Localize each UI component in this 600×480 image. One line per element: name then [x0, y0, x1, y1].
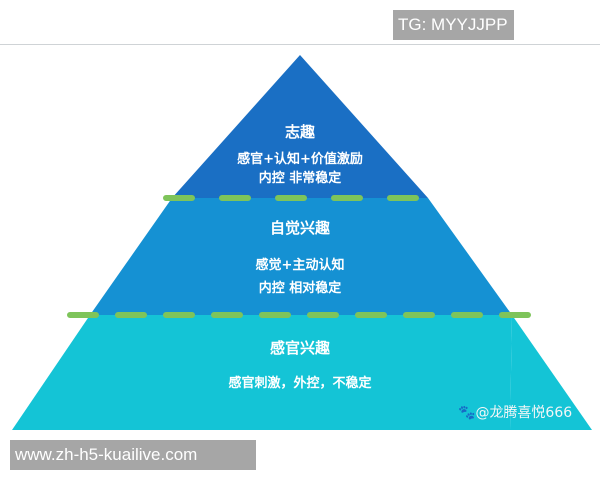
pyramid-bottom-level	[12, 315, 512, 430]
level-middle-line-1: 感觉+主动认知	[255, 258, 345, 273]
pyramid-middle-level	[90, 198, 512, 315]
watermark: 🐾@龙腾喜悦666	[458, 402, 572, 422]
level-bottom-line-1: 感官刺激，外控，不稳定	[228, 376, 372, 391]
tag-label: TG: MYYJJPP	[393, 10, 514, 40]
level-top-line-2: 内控 非常稳定	[258, 171, 342, 186]
level-top-line-1: 感官+认知+价值激励	[237, 152, 363, 167]
level-bottom-title: 感官兴趣	[269, 339, 331, 357]
header-divider	[0, 44, 600, 45]
footer-url: www.zh-h5-kuailive.com	[10, 440, 256, 470]
level-middle-title: 自觉兴趣	[269, 219, 331, 237]
level-top-title: 志趣	[284, 123, 316, 141]
watermark-text: @龙腾喜悦666	[475, 405, 573, 421]
pyramid-bottom-right-edge	[510, 315, 592, 430]
pyramid-top-level	[172, 55, 428, 198]
level-middle-line-2: 内控 相对稳定	[258, 281, 342, 296]
paw-icon: 🐾	[458, 405, 476, 421]
